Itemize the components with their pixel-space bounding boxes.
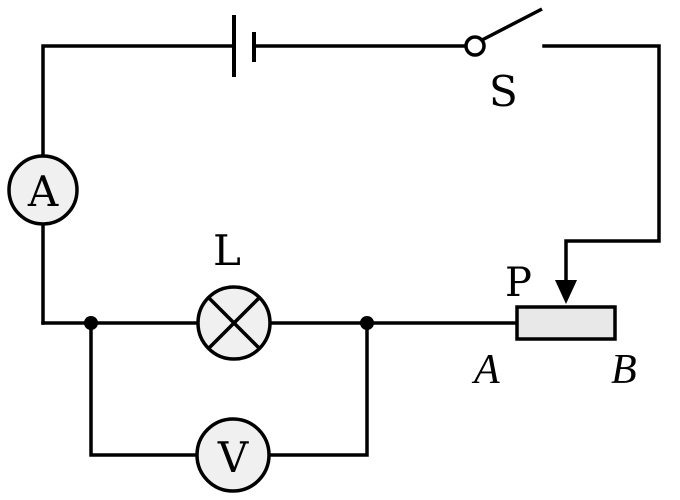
ammeter-circle — [7, 154, 79, 226]
voltmeter-circle — [195, 417, 271, 493]
battery — [232, 15, 256, 77]
lamp — [196, 285, 272, 361]
rheostat-end-b-label: B — [611, 347, 637, 393]
switch-blade — [481, 7, 543, 42]
slider-label: P — [505, 260, 532, 306]
switch-label: S — [489, 67, 518, 116]
slider-arrow-head — [555, 280, 577, 304]
ammeter: A — [7, 154, 79, 226]
wire-voltmeter-branch — [89, 321, 369, 457]
ammeter-label: A — [27, 167, 59, 216]
lamp-cross-2 — [207, 296, 261, 350]
rheostat-end-a-label: A — [471, 347, 500, 393]
wire-top-left — [41, 44, 236, 325]
wire-right — [542, 44, 661, 284]
switch — [464, 7, 543, 57]
lamp-label: L — [213, 226, 241, 275]
switch-pivot — [464, 35, 486, 57]
voltmeter-label: V — [217, 433, 249, 482]
voltmeter: V — [195, 417, 271, 493]
rheostat — [515, 305, 617, 341]
